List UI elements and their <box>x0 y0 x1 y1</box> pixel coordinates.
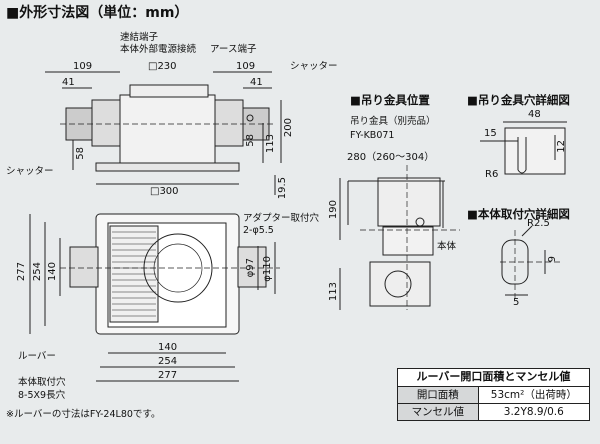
dim-58-left: 58 <box>75 147 86 160</box>
connection-terminal-label: 速結端子 <box>120 32 159 43</box>
spec-table-title: ルーバー開口面積とマンセル値 <box>397 368 590 387</box>
body-mount-hole-size: 8-5X9長穴 <box>18 390 66 401</box>
dim-58-right: 58 <box>245 134 256 147</box>
spec-value: 3.2Y8.9/0.6 <box>477 402 591 421</box>
hanger-model-label: FY-KB071 <box>350 130 395 141</box>
dim-113-hanger: 113 <box>328 282 339 302</box>
dim-41-right: 41 <box>250 77 263 88</box>
dim-109-right: 109 <box>236 61 256 72</box>
dim-254-vertical: 254 <box>32 262 43 282</box>
radius-r2-5: R2.5 <box>527 218 550 229</box>
dim-5: 5 <box>513 297 520 308</box>
adapter-hole-label: アダプター取付穴 <box>243 213 320 224</box>
dim-phi-110: φ110 <box>262 256 273 282</box>
table-row: 開口面積 53cm²（出荷時） <box>397 385 591 404</box>
table-row: マンセル値 3.2Y8.9/0.6 <box>397 402 591 421</box>
dim-140-horizontal: 140 <box>158 342 178 353</box>
hanger-hole-title: ■吊り金具穴詳細図 <box>467 93 570 107</box>
dim-140-vertical: 140 <box>47 262 58 282</box>
spec-key: 開口面積 <box>397 385 479 404</box>
dim-200: 200 <box>283 118 294 138</box>
radius-r6: R6 <box>485 169 499 180</box>
dim-300: □300 <box>150 186 179 197</box>
dim-41-left: 41 <box>62 77 75 88</box>
dim-phi-97: φ97 <box>245 258 256 278</box>
dim-254-horizontal: 254 <box>158 356 178 367</box>
dim-19-5: 19.5 <box>277 177 288 200</box>
power-connection-label: 本体外部電源接続 <box>120 44 197 55</box>
louver-label: ルーバー <box>18 351 56 362</box>
body-label: 本体 <box>437 241 457 252</box>
dim-109-left: 109 <box>73 61 93 72</box>
louver-note: ※ルーバーの寸法はFY-24L80です。 <box>6 409 161 420</box>
hanger-sold-label: 吊り金具（別売品） <box>350 116 436 127</box>
earth-terminal-label: アース端子 <box>210 44 257 55</box>
louver-spec-table: ルーバー開口面積とマンセル値 開口面積 53cm²（出荷時） マンセル値 3.2… <box>397 368 591 421</box>
hanger-position-title: ■吊り金具位置 <box>350 93 430 107</box>
body-hole-title: ■本体取付穴詳細図 <box>467 207 570 221</box>
drawing-title: ■外形寸法図（単位：mm） <box>6 5 189 21</box>
shutter-left-label: シャッター <box>6 166 54 177</box>
dim-280: 280（260～304） <box>347 152 435 163</box>
dim-190: 190 <box>328 200 339 220</box>
shutter-right-label: シャッター <box>290 61 338 72</box>
adapter-hole-size: 2-φ5.5 <box>243 225 274 236</box>
dim-15: 15 <box>484 128 497 139</box>
dim-12: 12 <box>556 140 567 153</box>
dim-277-vertical: 277 <box>16 262 27 282</box>
spec-key: マンセル値 <box>397 402 479 421</box>
dim-9: 9 <box>547 256 558 263</box>
dim-48: 48 <box>528 109 541 120</box>
dim-113-top: 113 <box>265 134 276 154</box>
spec-value: 53cm²（出荷時） <box>477 385 591 404</box>
body-mount-hole-label: 本体取付穴 <box>18 377 66 388</box>
dim-277-horizontal: 277 <box>158 370 178 381</box>
dim-230: □230 <box>148 61 177 72</box>
